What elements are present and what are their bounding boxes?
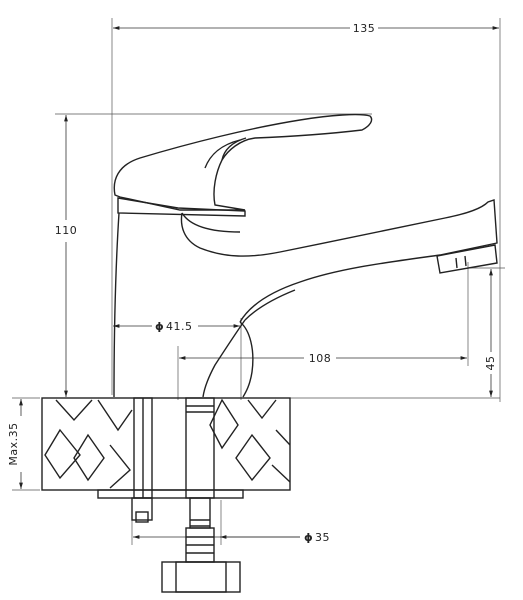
dim-hole-diameter-label: 35 [315,531,330,544]
spout [180,199,498,323]
faucet-body [113,113,498,398]
dim-body-diameter-label: 41.5 [166,320,193,333]
dim-height-label: 110 [55,224,78,237]
extension-lines [12,18,505,545]
dim-counter-max-label: Max.35 [7,422,20,465]
diameter-symbol-body: ϕ [155,320,164,333]
diameter-symbol-hole: ϕ [304,531,313,544]
dim-reach-label: 108 [309,352,332,365]
counter-deck [41,397,291,491]
handle-lever [113,113,373,211]
body-column [113,212,120,398]
dimension-lines [19,26,499,539]
dim-width-label: 135 [353,22,376,35]
aerator [436,244,498,274]
mounting-hardware [97,397,244,593]
dim-aerator-height-label: 45 [484,356,497,371]
cartridge-cap [117,197,246,217]
